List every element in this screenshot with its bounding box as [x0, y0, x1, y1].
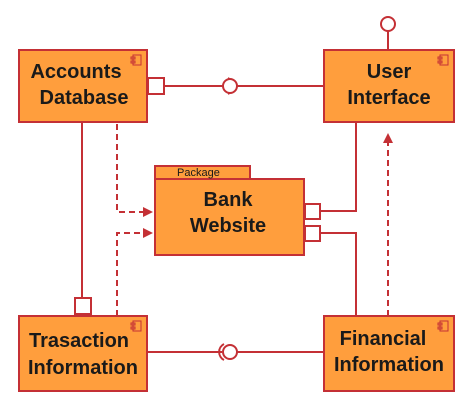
component-icon [130, 54, 142, 66]
node-label-line2: Interface [347, 87, 430, 109]
node-transaction-information[interactable]: Trasaction Information [18, 315, 148, 392]
connector-bank-to-financial [320, 232, 357, 316]
ball-transaction-financial [222, 344, 238, 360]
socket-transaction-financial [218, 343, 225, 361]
port-accounts-db [147, 77, 165, 95]
dependency-transaction-to-bank [116, 228, 153, 316]
node-user-interface[interactable]: User Interface [323, 49, 455, 123]
dependency-accounts-to-bank [116, 124, 153, 217]
port-transaction [74, 297, 92, 315]
node-label-line2: Website [190, 215, 266, 237]
node-label-line2: Information [334, 354, 444, 376]
node-label-line1: Bank [204, 189, 254, 211]
ui-provided-interface [380, 16, 396, 32]
node-label-line1: User [367, 61, 412, 83]
node-accounts-database[interactable]: Accounts Database [18, 49, 148, 123]
node-label-line1: Accounts [30, 61, 121, 83]
connector-bank-to-ui [320, 122, 357, 212]
ball-accounts-ui [222, 78, 238, 94]
port-bank-website-ui [304, 203, 321, 220]
component-icon [437, 320, 449, 332]
port-bank-website-financial [304, 225, 321, 242]
node-label-line1: Financial [340, 328, 427, 350]
node-label-line1: Trasaction [29, 330, 129, 352]
component-icon [130, 320, 142, 332]
node-label-line2: Database [40, 87, 129, 109]
node-bank-website[interactable]: Package Bank Website [154, 165, 305, 256]
component-icon [437, 54, 449, 66]
node-financial-information[interactable]: Financial Information [323, 315, 455, 392]
package-label: Package [177, 167, 220, 179]
node-label-line2: Information [28, 357, 138, 379]
